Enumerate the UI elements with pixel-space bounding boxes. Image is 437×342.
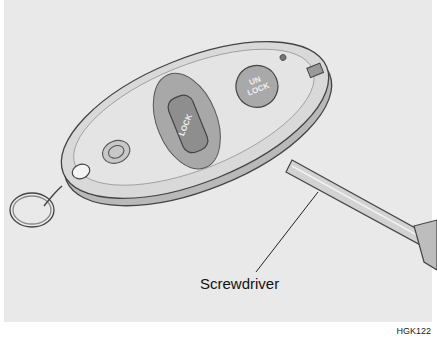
key-ring xyxy=(10,193,54,227)
panel-ground xyxy=(4,0,432,322)
leader-line xyxy=(256,192,318,272)
screwdriver-symbol xyxy=(286,160,437,270)
part-label: Screwdriver xyxy=(200,276,279,293)
ring-loop xyxy=(44,186,62,206)
figure-code: HGK122 xyxy=(396,327,431,337)
fob-body xyxy=(40,9,353,238)
